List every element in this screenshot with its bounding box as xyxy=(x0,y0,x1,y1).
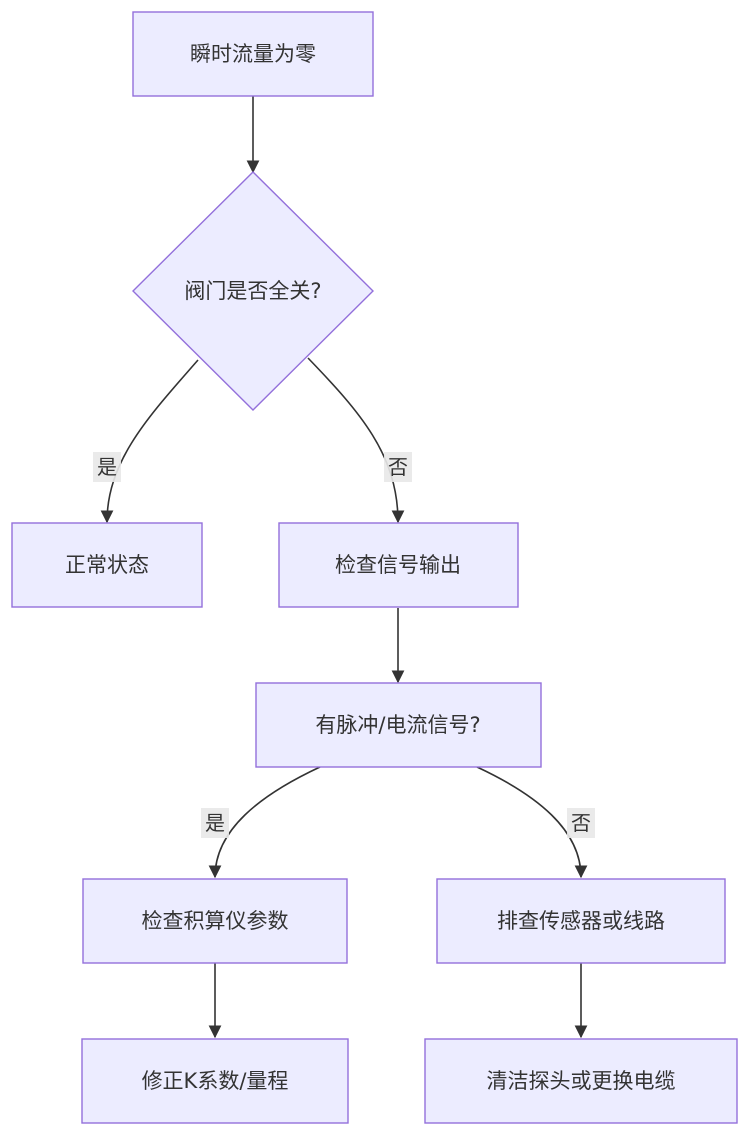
node-signal-check: 检查信号输出 xyxy=(278,522,519,608)
node-clean-probe: 清洁探头或更换电缆 xyxy=(424,1038,738,1124)
node-integrator-check-label: 检查积算仪参数 xyxy=(142,909,289,933)
node-clean-probe-label: 清洁探头或更换电缆 xyxy=(487,1069,676,1093)
edge-pulse-yes-to-integrator xyxy=(208,766,321,879)
edge-valve-yes-to-normal xyxy=(100,359,199,524)
node-sensor-check-label: 排查传感器或线路 xyxy=(497,909,665,933)
node-normal: 正常状态 xyxy=(11,522,203,608)
node-pulse-check: 有脉冲/电流信号? xyxy=(255,682,542,768)
node-valve-check-label: 阀门是否全关? xyxy=(184,279,321,303)
node-normal-label: 正常状态 xyxy=(65,553,149,577)
edge-label-valve-no-text: 否 xyxy=(388,455,408,479)
node-start-label: 瞬时流量为零 xyxy=(190,42,316,66)
node-signal-check-label: 检查信号输出 xyxy=(335,553,461,577)
node-integrator-check: 检查积算仪参数 xyxy=(82,878,348,964)
edge-label-pulse-no: 否 xyxy=(567,808,595,838)
node-correct-k: 修正K系数/量程 xyxy=(81,1038,349,1124)
edge-label-pulse-yes: 是 xyxy=(201,808,229,838)
node-valve-check-decision: 阀门是否全关? xyxy=(132,171,374,411)
edge-label-pulse-yes-text: 是 xyxy=(205,811,225,835)
edge-valve-no-to-signal xyxy=(307,357,405,524)
node-pulse-check-label: 有脉冲/电流信号? xyxy=(315,713,480,737)
edge-label-valve-yes-text: 是 xyxy=(97,455,117,479)
edge-pulse-no-to-sensor xyxy=(476,766,588,879)
node-sensor-check: 排查传感器或线路 xyxy=(436,878,726,964)
edge-label-valve-no: 否 xyxy=(384,452,412,482)
edge-label-valve-yes: 是 xyxy=(93,452,121,482)
node-correct-k-label: 修正K系数/量程 xyxy=(142,1069,289,1093)
node-start: 瞬时流量为零 xyxy=(132,11,374,97)
edge-label-pulse-no-text: 否 xyxy=(571,811,591,835)
